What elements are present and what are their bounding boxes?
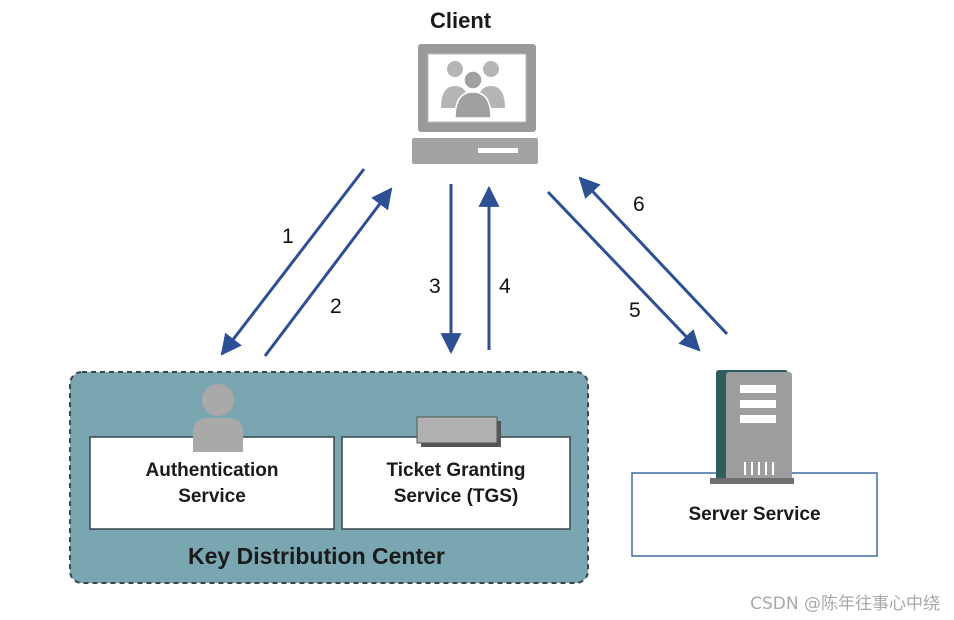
server-icon [710,370,794,484]
client-label: Client [430,8,492,33]
tgs-line1: Ticket Granting [386,460,526,481]
step-5-label: 5 [629,299,641,322]
tgs-box [341,436,571,530]
authentication-service-label: Authentication Service [90,458,334,510]
kdc-label: Key Distribution Center [188,543,445,569]
authentication-service-box [89,436,335,530]
step-1-label: 1 [282,225,294,248]
step-6-label: 6 [633,193,645,216]
step-2-label: 2 [330,295,342,318]
arrow-2 [263,187,393,357]
user-icon [193,384,243,452]
server-service-label: Server Service [688,504,821,525]
authentication-service-line2: Service [178,486,246,507]
arrow-6 [578,176,729,336]
client-computer-icon [412,44,538,164]
watermark: CSDN @陈年往事心中绕 [750,594,940,614]
arrow-1 [220,168,366,356]
tgs-line2: Service (TGS) [393,486,519,507]
arrow-5 [546,190,701,352]
tgs-label: Ticket Granting Service (TGS) [342,458,570,510]
authentication-service-line1: Authentication [145,460,279,481]
server-service-box [631,472,878,557]
step-4-label: 4 [499,275,511,298]
ticket-icon [416,416,501,447]
step-3-label: 3 [429,275,441,298]
